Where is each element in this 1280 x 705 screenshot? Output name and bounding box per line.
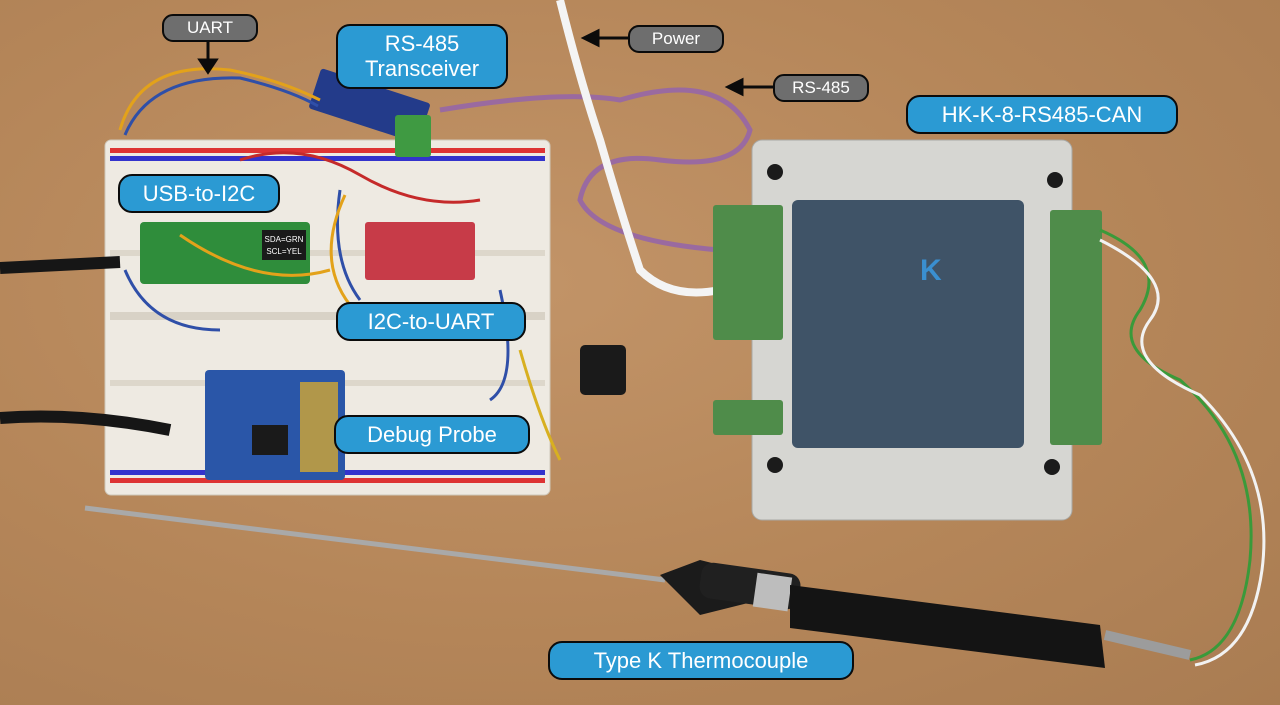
power-cable bbox=[556, 0, 721, 297]
debug-probe-callout: Debug Probe bbox=[334, 415, 530, 455]
thermocouple-wire-white bbox=[1099, 238, 1266, 667]
rs485-terminal-block bbox=[395, 115, 431, 157]
sda-note: SDA=GRN bbox=[265, 235, 304, 244]
hk-module: K bbox=[713, 139, 1102, 521]
uart-tag: UART bbox=[162, 14, 258, 43]
usb-cable-bottom bbox=[0, 410, 172, 436]
toggle-switch bbox=[580, 345, 626, 395]
type-k-thermocouple-callout: Type K Thermocouple bbox=[548, 641, 854, 681]
rs485-transceiver-line-1: RS-485 bbox=[384, 31, 460, 56]
debug-probe-chip bbox=[252, 425, 288, 455]
usb-cable-top bbox=[0, 256, 121, 274]
debug-probe-header bbox=[300, 382, 338, 472]
thermocouple-probe bbox=[84, 505, 1192, 668]
rs485-transceiver-callout: RS-485 Transceiver bbox=[336, 24, 508, 89]
scl-note: SCL=YEL bbox=[266, 247, 302, 256]
power-tag: Power bbox=[628, 25, 724, 54]
usb-to-i2c-callout: USB-to-I2C bbox=[118, 174, 280, 214]
hk-module-callout: HK-K-8-RS485-CAN bbox=[906, 95, 1178, 135]
i2c-to-uart-callout: I2C-to-UART bbox=[336, 302, 526, 342]
rs485-tag: RS-485 bbox=[773, 74, 869, 103]
rs485-transceiver-line-2: Transceiver bbox=[364, 56, 480, 82]
hk-logo-mark: K bbox=[920, 254, 942, 287]
jumper-wires bbox=[118, 67, 562, 461]
rs485-twisted-pair bbox=[439, 87, 753, 253]
thermocouple-wire-green bbox=[1099, 228, 1253, 662]
callout-arrows bbox=[197, 28, 775, 97]
usb-to-i2c-label-tape bbox=[262, 230, 306, 260]
i2c-to-uart-board bbox=[365, 222, 475, 280]
